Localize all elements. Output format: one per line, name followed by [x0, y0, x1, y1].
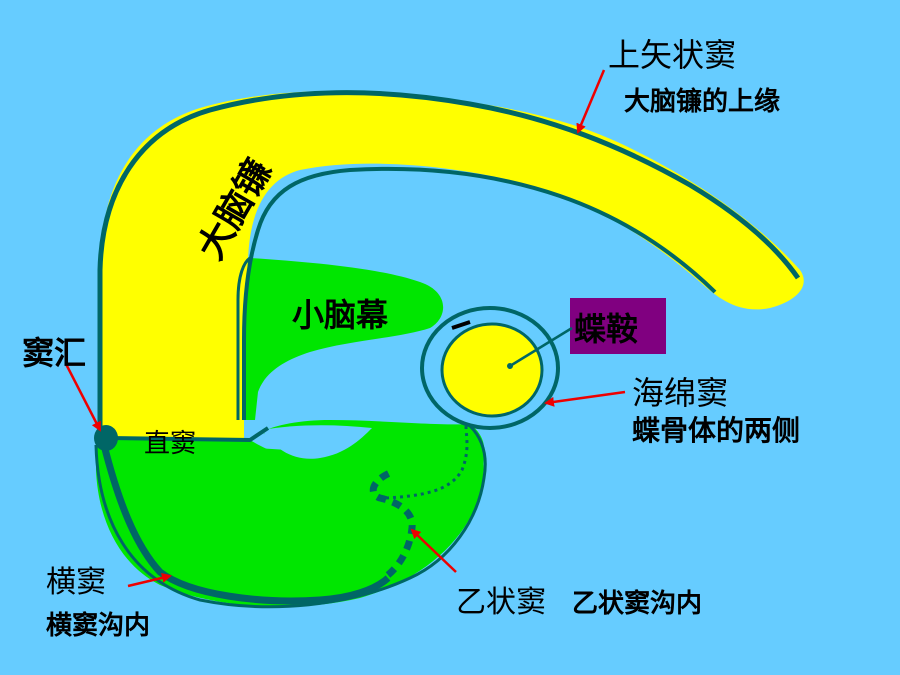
arrow-transverse — [127, 572, 172, 588]
transverse-sinus-line — [100, 444, 391, 605]
cerebellar-outline — [94, 424, 487, 609]
label-superior-sagittal-sinus-note: 大脑镰的上缘 — [624, 86, 780, 117]
arrow-sigmoid — [410, 528, 457, 573]
label-transverse-sinus: 横窦 — [46, 565, 106, 600]
label-cavernous-sinus-note: 蝶骨体的两侧 — [632, 414, 800, 447]
sigmoid-sinus-dashed — [369, 468, 416, 578]
falx-cerebri-region — [100, 91, 804, 440]
pituitary-circle — [440, 322, 544, 418]
label-tentorium-cerebelli: 小脑幕 — [292, 296, 389, 334]
label-cavernous-sinus: 海绵窦 — [632, 374, 728, 412]
sella-pointer-end — [507, 363, 513, 369]
tentorium-upper-lobe — [240, 258, 444, 420]
label-straight-sinus: 直窦 — [144, 429, 196, 459]
arrow-confluence — [64, 363, 102, 432]
sella-turcica-box — [570, 298, 666, 354]
confluence-dot — [94, 425, 118, 451]
superior-sagittal-sinus-line — [97, 90, 801, 430]
straight-sinus-line — [107, 426, 270, 443]
label-confluence-of-sinuses: 窦汇 — [22, 334, 86, 372]
label-sigmoid-sinus-note: 乙状窦沟内 — [572, 588, 702, 619]
tentorium-edge-line — [236, 256, 251, 420]
inferior-sagittal-sinus-line — [242, 166, 717, 420]
label-superior-sagittal-sinus: 上矢状窦 — [608, 36, 736, 74]
label-sella-turcica: 蝶鞍 — [574, 310, 638, 348]
label-sigmoid-sinus: 乙状窦 — [456, 585, 546, 620]
cavernous-black-mark — [451, 320, 471, 330]
cavernous-sinus-ring — [420, 306, 560, 430]
arrow-cavernous — [544, 390, 626, 407]
sigmoid-sinus-dotted — [385, 425, 469, 500]
label-transverse-sinus-note: 横窦沟内 — [46, 610, 150, 641]
arrow-superior-sagittal — [576, 69, 606, 134]
tentorial-notch — [262, 425, 372, 459]
arrow-sella — [509, 326, 573, 368]
